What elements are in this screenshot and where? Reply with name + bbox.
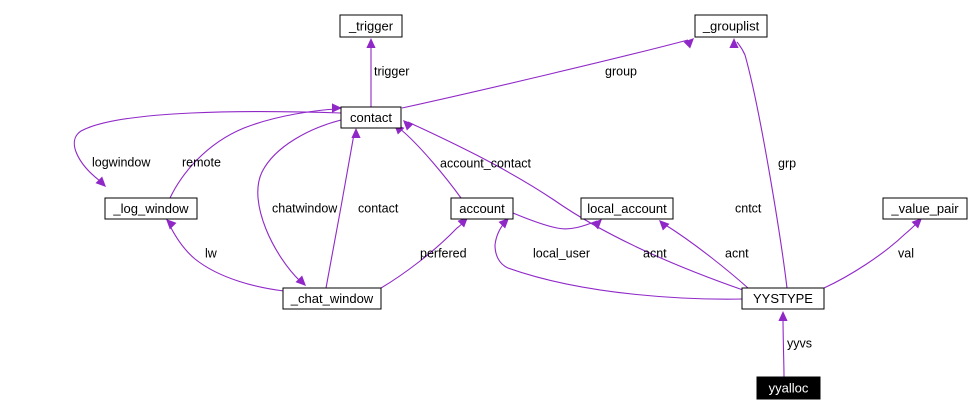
node-box[interactable] — [450, 197, 514, 220]
node-log_window[interactable]: _log_window — [104, 197, 198, 220]
edge-line — [168, 223, 285, 292]
edge-arrowhead — [457, 217, 468, 228]
edge-e-trigger — [366, 38, 376, 108]
edge-label-e-acnt-1: acnt — [643, 246, 667, 260]
edge-arrowhead — [729, 38, 739, 48]
edge-line — [494, 221, 744, 300]
edge-arrowhead — [778, 311, 788, 321]
edge-arrowhead — [332, 103, 342, 113]
edge-label-e-grp: grp — [778, 156, 796, 170]
edge-arrowhead — [683, 38, 694, 49]
node-box[interactable] — [741, 287, 825, 310]
edge-label-e-cntct: cntct — [735, 201, 762, 215]
edge-arrowhead — [295, 275, 306, 286]
node-chat_window[interactable]: _chat_window — [282, 287, 382, 310]
edge-e-yyvs — [778, 311, 788, 378]
node-label: local_account — [587, 201, 667, 216]
edge-line — [398, 127, 462, 199]
edge-label-e-acnt-2: acnt — [725, 246, 749, 260]
edge-line — [823, 221, 919, 289]
edge-label-e-account_contact: account_contact — [440, 156, 532, 170]
node-box[interactable] — [104, 197, 198, 220]
edge-label-e-trigger: trigger — [374, 64, 409, 78]
edge-line — [407, 121, 744, 291]
edge-e-perfered — [380, 217, 468, 289]
node-box[interactable] — [282, 287, 382, 310]
node-label: _value_pair — [890, 201, 959, 216]
node-yystype[interactable]: YYSTYPE — [741, 287, 825, 310]
node-label: _trigger — [348, 18, 394, 33]
edge-e-lw — [166, 219, 285, 292]
edge-arrowhead — [659, 220, 670, 231]
edge-line — [169, 108, 338, 199]
edge-arrowhead — [911, 218, 922, 229]
edge-labels-layer: trigger group logwindow remote chatwindow con… — [92, 64, 914, 350]
node-box[interactable] — [882, 197, 968, 220]
edge-arrowhead — [351, 128, 361, 138]
edge-line — [73, 111, 342, 182]
edge-arrowhead — [591, 219, 602, 230]
edge-e-remote — [169, 103, 342, 199]
node-grouplist[interactable]: _grouplist — [694, 14, 768, 38]
node-label: yyalloc — [769, 380, 809, 395]
node-label: contact — [350, 110, 392, 125]
edge-e-local_user — [494, 218, 744, 300]
edge-e-group — [401, 38, 694, 109]
edge-label-e-chatwindow: chatwindow — [272, 201, 338, 215]
node-label: account — [459, 201, 505, 216]
edge-e-grp — [729, 38, 788, 289]
edge-label-e-yyvs: yyvs — [787, 336, 812, 350]
edge-line — [663, 223, 749, 289]
node-account[interactable]: account — [450, 197, 514, 220]
edge-label-e-remote: remote — [182, 155, 221, 169]
node-label: _chat_window — [290, 291, 374, 306]
edge-arrowhead — [95, 176, 106, 187]
edge-label-e-perfered: perfered — [420, 246, 467, 260]
node-trigger[interactable]: _trigger — [339, 14, 403, 38]
node-local_account[interactable]: local_account — [580, 197, 674, 220]
edge-e-chatwindow — [257, 119, 342, 286]
edge-label-e-lw: lw — [205, 246, 218, 260]
node-label: _grouplist — [702, 18, 760, 33]
node-box[interactable] — [756, 376, 821, 400]
node-label: YYSTYPE — [753, 291, 813, 306]
edge-arrowhead — [498, 218, 509, 229]
edge-line — [782, 316, 785, 378]
edge-label-e-group: group — [605, 64, 637, 78]
edge-line — [325, 133, 355, 289]
node-yyalloc[interactable]: yyalloc — [756, 376, 821, 400]
node-value_pair[interactable]: _value_pair — [882, 197, 968, 220]
node-contact[interactable]: contact — [340, 106, 402, 129]
edge-line — [512, 212, 598, 230]
edge-e-val — [823, 218, 922, 289]
edge-e-logwindow — [73, 111, 342, 187]
edge-label-e-logwindow: logwindow — [92, 155, 151, 169]
edge-e-acnt-1 — [659, 220, 749, 289]
edge-line — [736, 41, 788, 289]
node-box[interactable] — [580, 197, 674, 220]
edge-arrowhead — [366, 38, 376, 48]
edge-label-e-val: val — [898, 246, 914, 260]
edge-arrowhead — [166, 219, 177, 230]
edge-e-contact — [325, 128, 361, 289]
edge-line — [401, 39, 689, 109]
edge-label-e-contact: contact — [358, 201, 399, 215]
node-label: _log_window — [112, 201, 189, 216]
node-box[interactable] — [340, 106, 402, 129]
edge-arrowhead — [403, 120, 414, 131]
edge-e-cntct — [403, 120, 744, 291]
node-box[interactable] — [694, 14, 768, 38]
edge-label-e-local_user: local_user — [533, 246, 590, 260]
node-box[interactable] — [339, 14, 403, 38]
edge-e-acnt-2 — [512, 212, 602, 230]
edge-line — [257, 119, 342, 282]
